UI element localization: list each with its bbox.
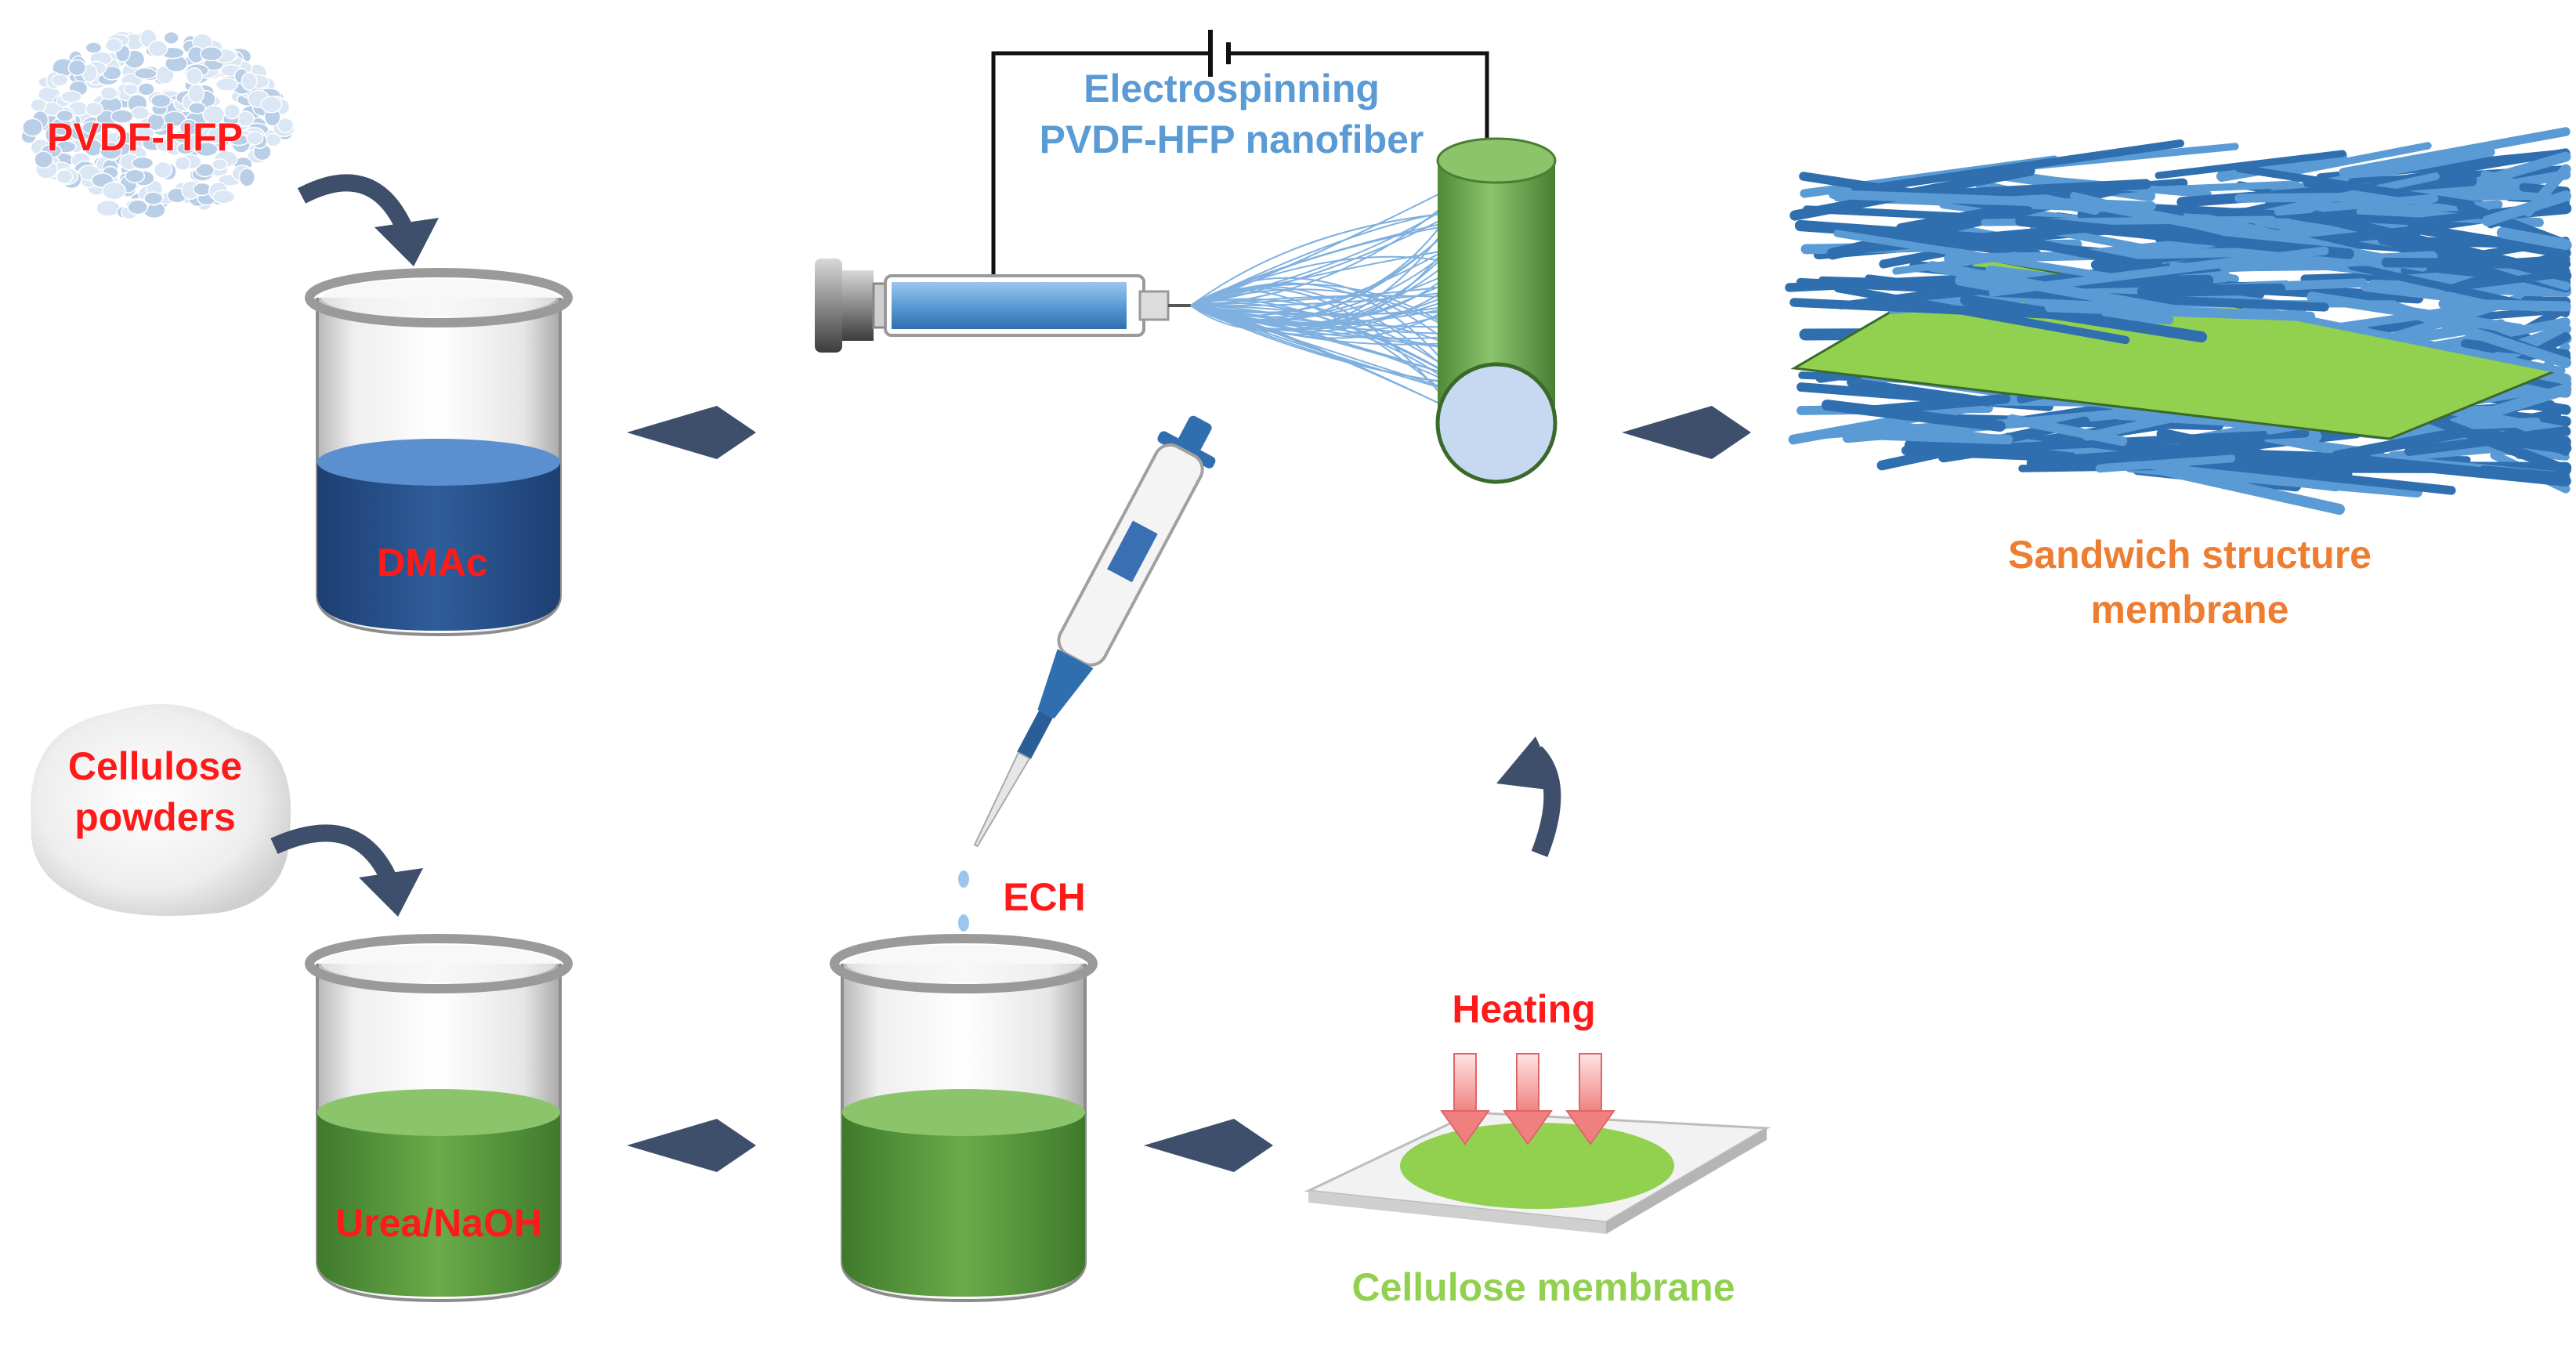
down-arrow-icon [1440,1053,1490,1145]
urea-naoh-label: Urea/NaOH [335,1201,542,1245]
process-arrow-icon [1144,1119,1273,1172]
collector-drum-icon [1435,137,1558,484]
curved-arrow-icon [297,174,416,239]
arrow-head-icon [359,868,423,917]
electrospinning-subtitle: PVDF-HFP nanofiber [1040,118,1424,161]
cellulose-label-line1: Cellulose [68,744,242,788]
sandwich-membrane-icon [1785,127,2572,516]
process-arrow-icon [1622,406,1751,459]
down-arrow-icon [1565,1053,1615,1145]
heating-arrows [1440,1053,1615,1145]
cellulose-label-line2: powders [74,795,236,839]
dmac-beaker-icon [305,268,573,637]
droplet-icon [958,870,969,888]
pipette-icon [973,415,1216,848]
pvdf-hfp-label: PVDF-HFP [47,115,243,159]
ech-label: ECH [1003,875,1086,919]
down-arrow-icon [1503,1053,1553,1145]
sandwich-subtitle: membrane [2091,588,2289,631]
circuit-wire [991,30,1489,274]
process-arrow-icon [627,1119,756,1172]
syringe-icon [815,259,1191,353]
ech-beaker-icon [830,934,1098,1303]
process-arrow-icon [627,406,756,459]
electrospinning-title: Electrospinning [1084,67,1380,110]
curved-arrow-icon [270,824,400,889]
urea-naoh-beaker-icon [305,934,573,1303]
pvdf-pellet-pile-icon [20,28,295,220]
cellulose-powder-pile-icon [31,704,291,917]
nanofiber-jet [1190,189,1461,414]
cellulose-membrane-disc [1400,1123,1674,1209]
sandwich-title: Sandwich structure [2008,533,2372,577]
dmac-label: DMAc [377,541,488,584]
droplet-icon [958,914,969,932]
heating-plate-icon [1304,1111,1771,1234]
arrow-head-icon [1496,736,1561,791]
heating-label: Heating [1452,987,1595,1031]
cellulose-membrane-label: Cellulose membrane [1351,1265,1735,1309]
arrow-head-icon [374,218,439,266]
